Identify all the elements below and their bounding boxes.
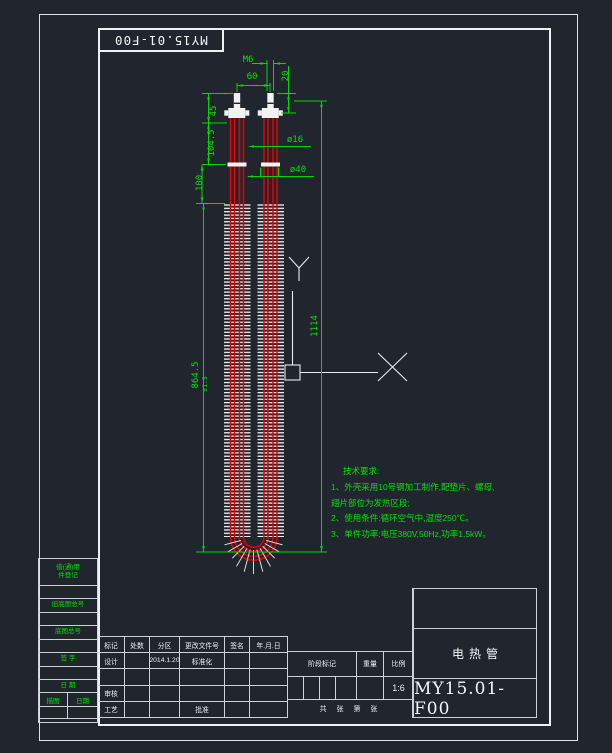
terminals	[224, 93, 283, 167]
part-name: 电热管	[414, 629, 536, 679]
tech-note-line: 1、外壳采用10号钢加工制作,配垫片、螺母,	[331, 481, 495, 492]
blank-cell	[288, 588, 413, 652]
fin-stacks	[224, 203, 284, 537]
revision-table: 标记 处数 分区 更改文件号 签名 年.月.日 设计 2014.1.20 标准化…	[98, 636, 288, 718]
blank-cell	[39, 613, 97, 626]
date-cell: 日 期	[39, 680, 97, 693]
dim-dia40: ø40	[289, 165, 307, 175]
blank-cell	[39, 667, 97, 680]
dim-60: 60	[246, 72, 258, 82]
trace-row: 描图 日期	[39, 693, 97, 707]
design-date: 2014.1.20	[149, 653, 180, 670]
col-header: 处数	[125, 637, 150, 654]
dim-1114: 1114	[310, 315, 320, 337]
scale-value: 1:6	[384, 677, 413, 700]
weight-label: 重量	[357, 652, 384, 677]
col-header: 分区	[150, 637, 180, 654]
u-bend-fin-fan	[224, 539, 283, 574]
tech-notes: 技术要求: 1、外壳采用10号钢加工制作,配垫片、螺母, 翅片部位为发热区段; …	[331, 464, 546, 543]
base-cell: 底图总号	[39, 626, 97, 640]
tech-note-line: 2、使用条件:循环空气中,温度250℃。	[331, 513, 474, 524]
col-header: 签名	[225, 637, 250, 654]
dim-thread: M6	[242, 55, 254, 65]
trace-date-cell: 日期	[76, 697, 89, 705]
dim-864-5-tol: ±1.5	[201, 376, 209, 392]
scale-label: 比例	[384, 652, 413, 677]
dim-20: 20	[281, 70, 291, 82]
craft-label: 工艺	[98, 701, 125, 718]
col-header: 年.月.日	[250, 637, 288, 654]
dim-45: 45	[209, 105, 219, 117]
tech-notes-title: 技术要求:	[343, 466, 380, 476]
sheet-count: 共 张 第 张	[319, 706, 382, 713]
borrow-header: 借(通)用 件登记	[39, 559, 97, 586]
stage-scale-block: 阶段标记 重量 比例 1:6 共 张 第 张	[288, 588, 413, 718]
dimension-lines	[196, 60, 327, 553]
dimension-arrows	[200, 62, 323, 552]
dim-104-5: 104.5	[207, 129, 217, 157]
reference-symbols	[284, 256, 408, 382]
left-margin-table: 借(通)用 件登记 旧底图总号 底图总号 签 字 日 期 描图 日期	[38, 558, 98, 723]
blank-cell	[39, 640, 97, 653]
square-symbol	[284, 364, 301, 381]
x-symbol	[377, 352, 408, 382]
corner-label-box: MY15.01-F00	[98, 28, 224, 52]
audit-label: 审核	[98, 685, 125, 702]
sign-cell: 签 字	[39, 653, 97, 667]
outer-frame	[39, 14, 578, 741]
stage-mark-label: 阶段标记	[288, 652, 357, 677]
standard-label: 标准化	[180, 653, 225, 670]
blank-cell	[39, 719, 97, 722]
tech-note-line: 3、单件功率:电压380V,50Hz,功率1.5kW。	[331, 529, 491, 540]
company-cell	[414, 589, 536, 629]
design-label: 设计	[98, 653, 125, 670]
title-block: 电热管 MY15.01-F00	[413, 588, 537, 719]
trace-cell: 描图	[39, 693, 68, 706]
dim-dia16: ø16	[286, 135, 304, 145]
col-header: 标记	[98, 637, 125, 654]
dim-100: 100	[195, 174, 205, 192]
old-base-cell: 旧底图总号	[39, 599, 97, 613]
tube-walls	[229, 118, 278, 561]
wye-symbol	[288, 256, 310, 281]
drawing-number: MY15.01-F00	[414, 679, 506, 719]
tech-note-line: 翅片部位为发热区段;	[331, 497, 410, 508]
blank-cell	[39, 586, 97, 599]
col-header: 更改文件号	[180, 637, 225, 654]
approve-label: 批准	[180, 701, 225, 718]
dim-864-5: 864.5	[191, 361, 201, 389]
inner-frame	[98, 28, 551, 726]
blank-split-row	[39, 707, 97, 719]
